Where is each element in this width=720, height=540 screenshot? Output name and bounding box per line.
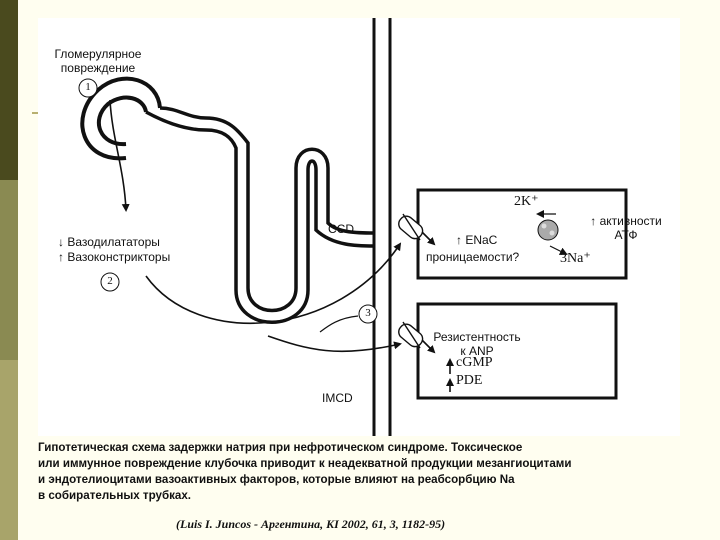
marker-1-circle [78,78,98,98]
marker-3-leader [319,315,359,333]
bowman-capsule-outer [80,76,162,161]
bowman-capsule-inner [96,95,148,147]
pde-label: PDE [456,373,483,388]
atpase-activity-label: ↑ активности АТФ [590,214,662,242]
injury-arrow [109,99,130,212]
marker-2-circle [100,272,120,292]
marker-3: 3 [365,307,371,319]
sidebar-segment-light [0,360,18,540]
caption-line-3: и эндотелиоцитами вазоактивных факторов,… [38,473,515,486]
citation: (Luis I. Juncos - Аргентина, KI 2002, 61… [176,517,446,531]
anp-channel-icon [398,321,436,354]
sodium-ion-label: 3Na⁺ [560,251,591,266]
marker-2: 2 [107,275,113,287]
vasoactive-arrow-to-imcd [267,335,402,353]
caption-line-1: Гипотетическая схема задержки натрия при… [38,441,523,454]
caption-line-4: в собирательных трубках. [38,489,192,502]
permeability-label: проницаемости? [426,250,520,264]
imcd-label: IMCD [322,391,353,405]
glomerular-injury-label: Гломерулярное повреждение [54,47,142,75]
tubule-outer [159,106,375,313]
ccd-label: CCD [328,222,354,236]
accent-dash [32,112,38,114]
decorative-sidebar [0,0,18,540]
anp-resistance-label: Резистентность к ANP [433,330,521,358]
potassium-ion-label: 2K⁺ [514,194,539,209]
cgmp-label: cGMP [456,355,493,370]
vasoactive-arrow-to-ccd [145,242,402,324]
figure-caption: Гипотетическая схема задержки натрия при… [38,440,708,504]
sidebar-segment-dark [0,0,18,180]
vasoconstrictors-label: ↑ Вазоконстрикторы [58,250,171,264]
nephron-diagram: Гломерулярное повреждение 1 ↓ Вазодилата… [38,18,680,436]
enac-channel-icon [398,213,436,246]
enac-label: ↑ ENaC [456,233,498,247]
vasodilators-label: ↓ Вазодилататоры [58,235,160,249]
marker-1: 1 [85,81,91,93]
diagram-drawing [78,18,628,436]
caption-line-2: или иммунное повреждение клубочка привод… [38,457,572,470]
tubule-inner [145,110,375,324]
marker-3-circle [358,304,378,324]
na-k-atpase-pump-icon [536,210,568,255]
ccd-cell [416,188,628,280]
sidebar-segment-mid [0,180,18,360]
